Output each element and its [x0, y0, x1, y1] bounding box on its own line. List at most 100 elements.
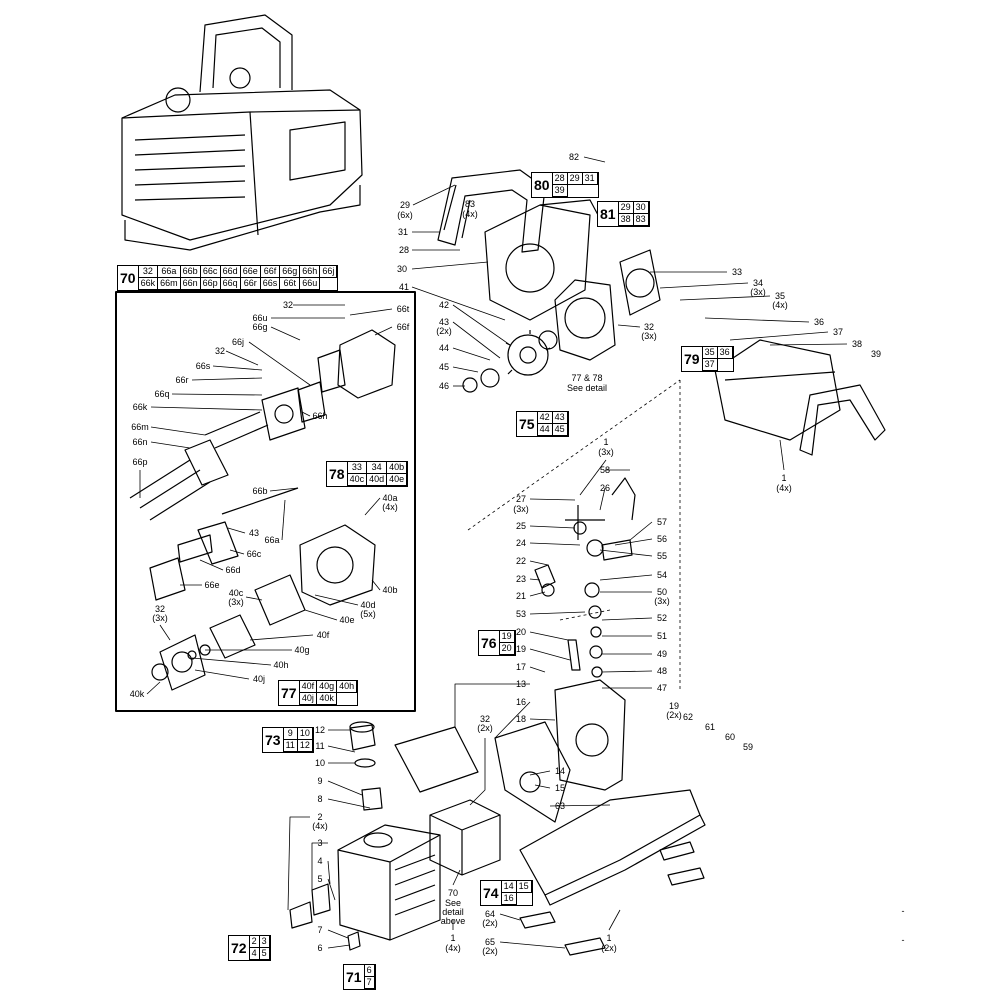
part-callout-59: 59	[742, 742, 754, 752]
sight-parts-9-11	[354, 758, 383, 811]
part-callout-83q: (4x)	[462, 209, 478, 219]
part-callout-83: 83	[464, 199, 476, 209]
kit-part-cell: 66m	[158, 278, 181, 290]
fitting-parts-3-7	[289, 883, 361, 951]
part-callout-34: 34	[752, 278, 764, 288]
part-callout-see2: See	[444, 898, 462, 908]
part-callout-40aq: (4x)	[382, 502, 398, 512]
part-callout-65q: (2x)	[482, 946, 498, 956]
kit-part-cell: 66q	[220, 278, 241, 290]
part-callout-49: 49	[656, 649, 668, 659]
kit-part-cell: 66p	[200, 278, 221, 290]
part-callout-dot1: -	[901, 906, 905, 916]
kit-part-cell: 40g	[317, 681, 338, 693]
kit-part-cell: 40k	[317, 693, 338, 705]
part-callout-40f: 40f	[316, 630, 330, 640]
bearing-parts-44-46	[462, 330, 558, 393]
motor-assembly-part-70	[429, 799, 501, 876]
part-callout-6: 6	[317, 943, 323, 953]
part-callout-1bq: (4x)	[445, 943, 461, 953]
part-callout-dot2: -	[901, 935, 905, 945]
part-callout-1d: 1	[781, 473, 787, 483]
part-callout-2: 2	[317, 812, 323, 822]
kit-part-cell: 66k	[138, 278, 159, 290]
part-callout-66e: 66e	[204, 580, 220, 590]
part-callout-64: 64	[484, 909, 496, 919]
pump-frame-part-30	[484, 199, 599, 321]
part-callout-19b: 19	[668, 701, 680, 711]
kit-part-cell: 32	[138, 266, 159, 278]
kit-part-cell: 40e	[387, 474, 408, 486]
part-callout-32c: 32	[282, 300, 294, 310]
end-plate-part-33	[619, 249, 661, 316]
kit-part-cell: 66g	[280, 266, 301, 278]
bearing-plate-66h	[297, 381, 326, 423]
part-callout-40c: 40c	[228, 588, 244, 598]
part-callout-40b: 40b	[382, 585, 398, 595]
rotor-40c	[254, 574, 306, 626]
part-callout-40d: 40d	[360, 600, 376, 610]
stator-40b	[299, 524, 376, 606]
kit-part-cell: 9	[283, 728, 298, 740]
part-callout-64q: (2x)	[482, 918, 498, 928]
kit-number: 74	[481, 881, 502, 905]
part-callout-34q: (3x)	[750, 287, 766, 297]
part-callout-65: 65	[484, 937, 496, 947]
kit-part-cell: 34	[367, 462, 388, 474]
part-callout-40k: 40k	[129, 689, 145, 699]
kit-part-cell: 2	[249, 936, 260, 948]
kit-number: 73	[263, 728, 284, 752]
kit-part-cell: 19	[499, 631, 515, 643]
kit-part-cell: 39	[552, 185, 568, 197]
kit-number: 78	[327, 462, 348, 486]
part-callout-30: 30	[396, 264, 408, 274]
kit-part-cell: 66s	[260, 278, 281, 290]
part-callout-see1: See detail	[566, 383, 608, 393]
kit-number: 79	[682, 347, 703, 371]
gasket-part-16	[494, 721, 571, 823]
kit-number: 76	[479, 631, 500, 655]
part-callout-42: 42	[438, 300, 450, 310]
part-callout-11: 11	[315, 741, 325, 751]
fan-housing-66f	[337, 329, 396, 399]
kit-part-cell: 37	[702, 359, 718, 371]
kit-part-cell: 38	[618, 214, 634, 226]
part-callout-53: 53	[515, 609, 527, 619]
part-callout-see4: above	[440, 916, 466, 926]
part-callout-38: 38	[851, 339, 863, 349]
kit-part-cell: 40b	[387, 462, 408, 474]
kit-number: 70	[118, 266, 139, 290]
cover-part-13	[394, 726, 479, 793]
kit-part-cell: 40d	[367, 474, 388, 486]
part-callout-33: 33	[731, 267, 743, 277]
part-callout-39: 39	[870, 349, 882, 359]
part-callout-66t: 66t	[396, 304, 410, 314]
kit-part-cell: 30	[633, 202, 649, 214]
part-callout-21: 21	[515, 591, 527, 601]
part-callout-40a: 40a	[382, 493, 398, 503]
kit-part-cell: 66f	[260, 266, 281, 278]
kit-part-cell: 3	[259, 936, 270, 948]
part-callout-27: 27	[515, 494, 527, 504]
part-callout-7778: 77 & 78	[571, 373, 603, 383]
part-callout-55: 55	[656, 551, 668, 561]
fan-66g	[317, 349, 346, 393]
handle-part-31	[437, 169, 546, 253]
part-callout-63: 63	[554, 801, 566, 811]
part-callout-2q: (4x)	[312, 821, 328, 831]
part-callout-66s: 66s	[195, 361, 211, 371]
kit-part-cell: 66c	[200, 266, 221, 278]
kit-part-cell: 36	[717, 347, 733, 359]
kit-part-cell: 45	[552, 424, 568, 436]
part-callout-17: 17	[515, 662, 527, 672]
kit-part-cell: 44	[537, 424, 553, 436]
kit-part-cell: 42	[537, 412, 553, 424]
part-callout-66m: 66m	[131, 422, 149, 432]
part-callout-18: 18	[515, 714, 527, 724]
